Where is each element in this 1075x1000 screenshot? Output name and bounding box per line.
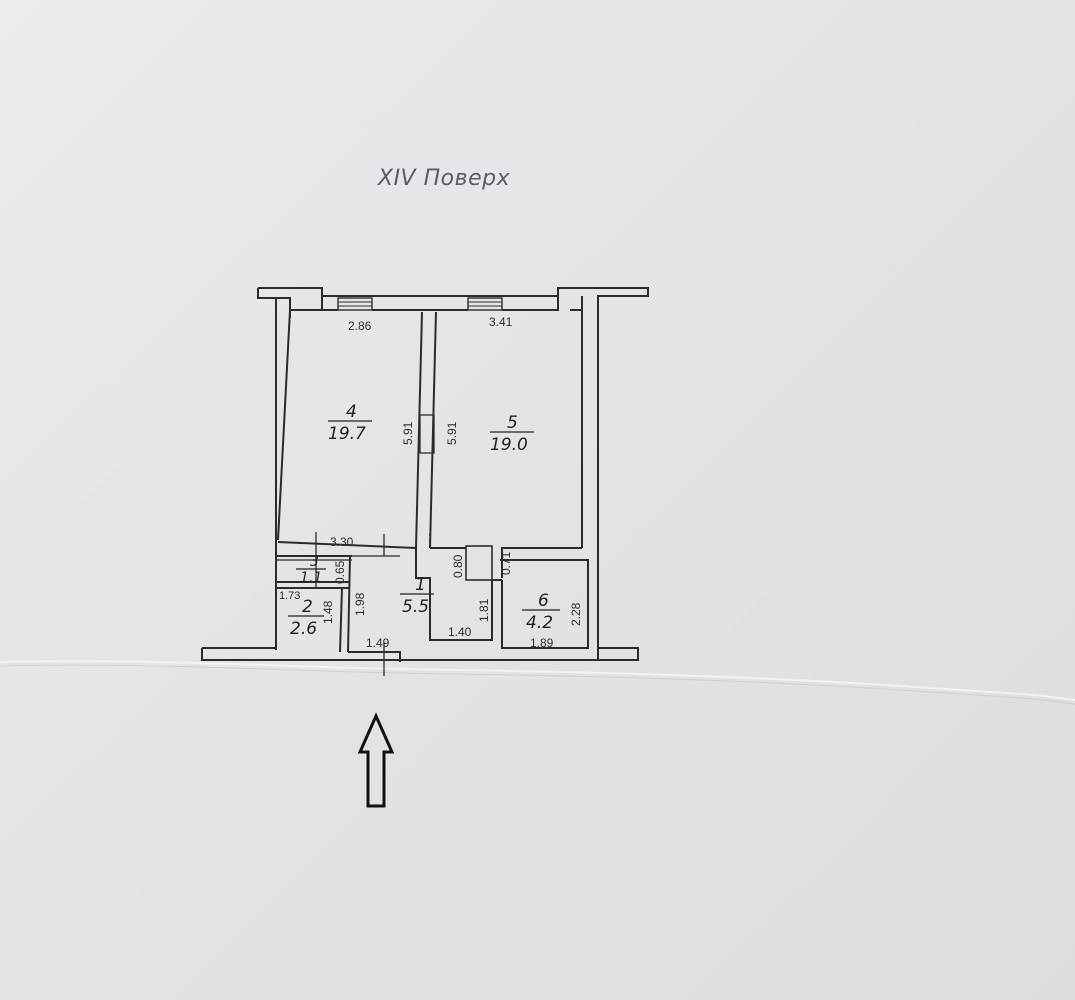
- dim-niche-height: 0.80: [451, 554, 465, 578]
- niche: [465, 545, 493, 581]
- wall-bath-right: [347, 555, 351, 653]
- dim-room6-top: 0.71: [499, 551, 513, 575]
- paper-fold-shadow: [0, 664, 1075, 705]
- window-room4: [337, 297, 373, 311]
- paper-fold: [0, 660, 1075, 701]
- dim-room4-bottom: 3.30: [330, 535, 354, 549]
- dim-hall-step-height: 1.81: [477, 598, 491, 622]
- dim-room5-width: 3.41: [489, 315, 513, 329]
- dim-room4-width: 2.86: [348, 319, 372, 333]
- entrance-arrow-icon: [357, 712, 395, 808]
- dim-room5-length: 5.91: [445, 421, 459, 445]
- room-area: 1.1: [300, 570, 322, 586]
- wall-room6-top: [501, 547, 582, 578]
- room-number: 2: [302, 597, 313, 617]
- room-area: 2.6: [290, 619, 317, 639]
- partition-4-5: [415, 311, 437, 549]
- dimension-labels: 2.86 3.41 5.91 5.91 3.30 0.65 1.73 1.48 …: [279, 315, 583, 650]
- dim-room6-width: 1.89: [530, 636, 554, 650]
- room-area: 4.2: [526, 613, 553, 633]
- dim-hall-step-width: 1.40: [448, 625, 472, 639]
- room-2-label: 2 2.6: [288, 597, 324, 639]
- room-area: 19.7: [328, 424, 366, 444]
- room-5-label: 5 19.0: [490, 413, 534, 455]
- room-number: 1: [415, 575, 426, 595]
- room-number: 5: [507, 413, 518, 433]
- room-number: 4: [346, 402, 357, 422]
- dim-room2-height: 1.48: [321, 600, 335, 624]
- dim-room4-length: 5.91: [401, 421, 415, 445]
- floor-title: XIV Поверх: [377, 166, 511, 191]
- room-area: 19.0: [490, 435, 528, 455]
- dim-room6-height: 2.28: [569, 602, 583, 626]
- wall-room4-bottom: [277, 541, 417, 549]
- room-area: 5.5: [402, 597, 429, 617]
- exterior-walls: [201, 287, 649, 661]
- room-3-label: 3 1.1: [296, 554, 326, 586]
- room-number: 6: [538, 591, 549, 611]
- dim-room3-height: 0.65: [333, 560, 347, 584]
- dim-hall-height: 1.98: [353, 592, 367, 616]
- room-1-label: 1 5.5: [400, 575, 434, 617]
- dim-room2-width: 1.73: [279, 590, 300, 602]
- room-4-label: 4 19.7: [328, 402, 372, 444]
- room-6-label: 6 4.2: [522, 591, 560, 633]
- window-room5: [467, 297, 503, 311]
- room-number: 3: [310, 554, 319, 570]
- dim-entrance-width: 1.49: [366, 636, 390, 650]
